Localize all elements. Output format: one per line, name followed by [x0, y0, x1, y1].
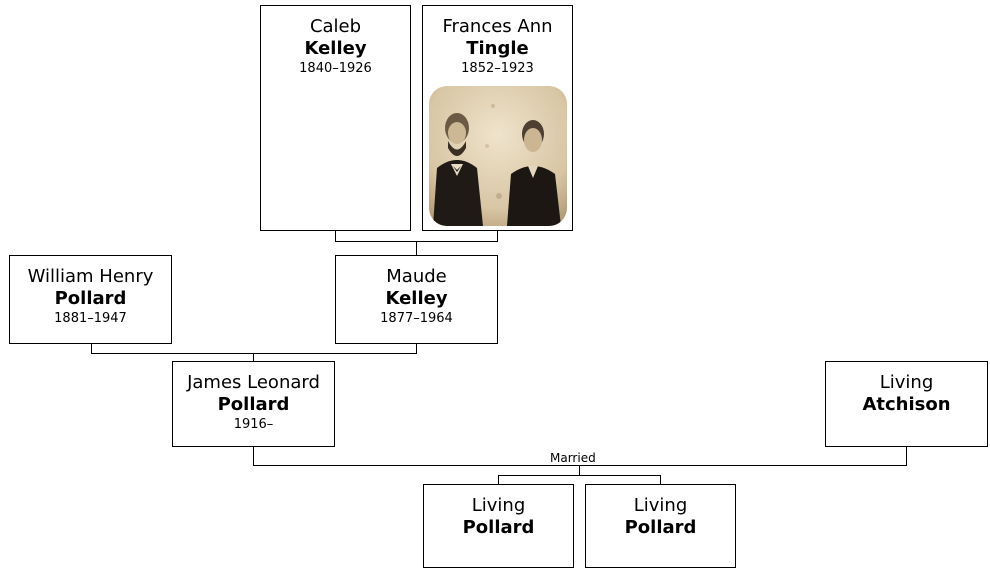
connector-william-down [91, 343, 92, 354]
person-living-atchison[interactable]: Living Atchison [825, 361, 988, 447]
connector-atchison-down [906, 446, 907, 466]
person-frances-ann-tingle[interactable]: Frances Ann Tingle 1852–1923 [422, 5, 573, 231]
connector-children-bar [498, 475, 661, 476]
couple-photo-image [429, 86, 567, 226]
surname: Atchison [862, 394, 951, 415]
surname: Pollard [624, 517, 697, 538]
life-dates: 1852–1923 [461, 61, 534, 76]
connector-maude-down [416, 343, 417, 354]
connector-child1-up [498, 475, 499, 484]
life-dates: 1916– [233, 417, 274, 432]
connector-to-children [579, 465, 580, 475]
connector-married-couple [253, 465, 907, 466]
surname: Kelley [304, 38, 367, 59]
given-name: Maude [386, 266, 447, 287]
connector-to-maude [416, 241, 417, 255]
person-maude-kelley[interactable]: Maude Kelley 1877–1964 [335, 255, 498, 344]
given-name: Frances Ann [442, 16, 553, 37]
life-dates: 1877–1964 [380, 311, 453, 326]
married-label: Married [548, 451, 598, 465]
surname: Tingle [466, 38, 529, 59]
surname: Kelley [385, 288, 448, 309]
given-name: Living [879, 372, 934, 393]
connector-child2-up [660, 475, 661, 484]
person-james-leonard-pollard[interactable]: James Leonard Pollard 1916– [172, 361, 335, 447]
person-william-henry-pollard[interactable]: William Henry Pollard 1881–1947 [9, 255, 172, 344]
life-dates: 1881–1947 [54, 311, 127, 326]
person-living-pollard-2[interactable]: Living Pollard [585, 484, 736, 568]
life-dates: 1840–1926 [299, 61, 372, 76]
connector-frances-down [497, 230, 498, 242]
given-name: Living [633, 495, 688, 516]
connector-caleb-down [335, 230, 336, 242]
connector-pollard-couple [91, 353, 417, 354]
surname: Pollard [462, 517, 535, 538]
person-caleb-kelley[interactable]: Caleb Kelley 1840–1926 [260, 5, 411, 231]
given-name: Living [471, 495, 526, 516]
couple-photo[interactable] [429, 86, 567, 226]
connector-james-down [253, 446, 254, 466]
connector-to-james [253, 353, 254, 361]
given-name: William Henry [27, 266, 154, 287]
given-name: Caleb [309, 16, 362, 37]
given-name: James Leonard [187, 372, 320, 393]
person-living-pollard-1[interactable]: Living Pollard [423, 484, 574, 568]
surname: Pollard [217, 394, 290, 415]
surname: Pollard [54, 288, 127, 309]
